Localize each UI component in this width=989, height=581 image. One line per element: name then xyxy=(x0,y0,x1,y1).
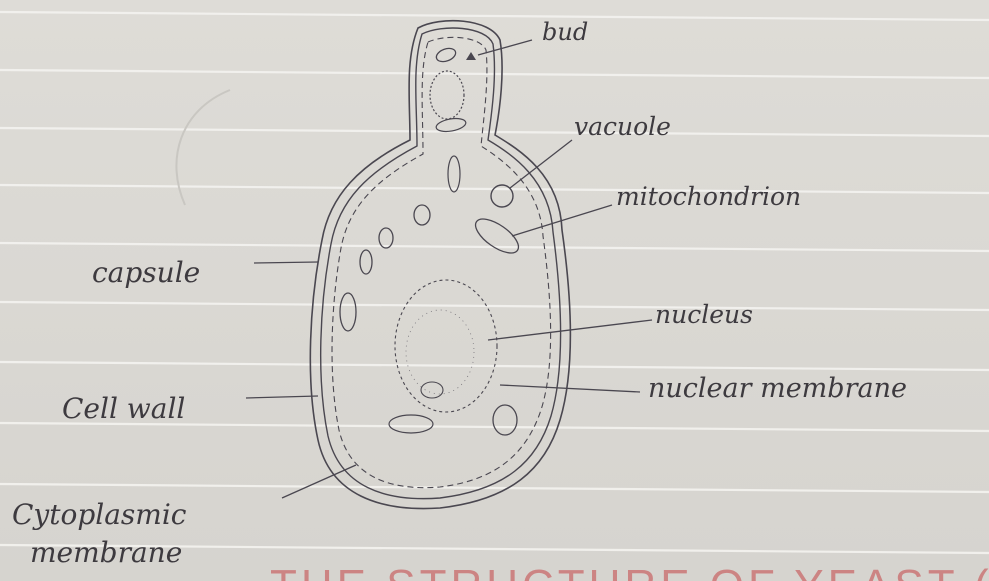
cytoplasmic-membrane-outline xyxy=(332,37,551,487)
capsule-outline xyxy=(310,21,570,509)
nucleus xyxy=(395,280,497,412)
label-mitochondrion: mitochondrion xyxy=(616,182,801,211)
vacuole-left xyxy=(340,293,356,331)
capsule-leader xyxy=(254,262,318,263)
vesicle-1 xyxy=(414,205,430,225)
vacuole-leader xyxy=(510,140,572,188)
vesicle-3 xyxy=(360,250,372,274)
bud-leader xyxy=(478,40,532,55)
mitochondrion-lower xyxy=(389,415,433,433)
nucleolus xyxy=(421,382,443,398)
bud-pointer-head xyxy=(466,52,476,60)
nuclear-membrane-leader xyxy=(500,385,640,392)
label-cell-wall: Cell wall xyxy=(62,392,185,425)
caption-partial: THE STRUCTURE OF YEAST ( xyxy=(270,561,989,581)
cytoplasmic-membrane-leader xyxy=(282,465,356,498)
label-vacuole: vacuole xyxy=(574,112,671,141)
label-nuclear-membrane: nuclear membrane xyxy=(648,373,907,404)
label-membrane: membrane xyxy=(30,536,182,569)
vesicle-2 xyxy=(379,228,393,248)
bud-vacuole-small xyxy=(435,46,458,64)
leader-lines xyxy=(246,40,652,498)
mitochondrion-upper xyxy=(448,156,460,192)
label-capsule: capsule xyxy=(92,256,200,289)
mitochondrion xyxy=(470,213,524,260)
label-cytoplasmic: Cytoplasmic xyxy=(12,498,187,531)
label-bud: bud xyxy=(542,18,588,46)
cell-wall-leader xyxy=(246,396,318,398)
bud-nucleus xyxy=(430,71,464,119)
nucleus-inner xyxy=(406,310,474,394)
label-nucleus: nucleus xyxy=(655,300,753,329)
vacuole-lower xyxy=(493,405,517,435)
